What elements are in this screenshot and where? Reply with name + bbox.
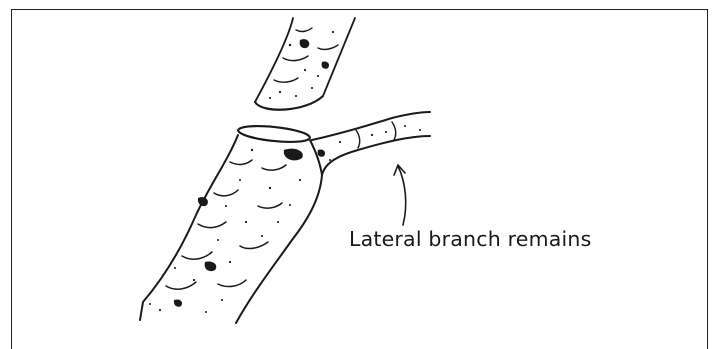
annotation-arrow: [394, 165, 406, 225]
pruning-cut-illustration: [0, 0, 717, 339]
removed-branch-piece: [255, 18, 355, 110]
cut-surface: [237, 123, 310, 144]
lateral-branch-label: Lateral branch remains: [349, 227, 592, 251]
lateral-branch: [312, 112, 430, 175]
main-trunk: [140, 135, 322, 323]
